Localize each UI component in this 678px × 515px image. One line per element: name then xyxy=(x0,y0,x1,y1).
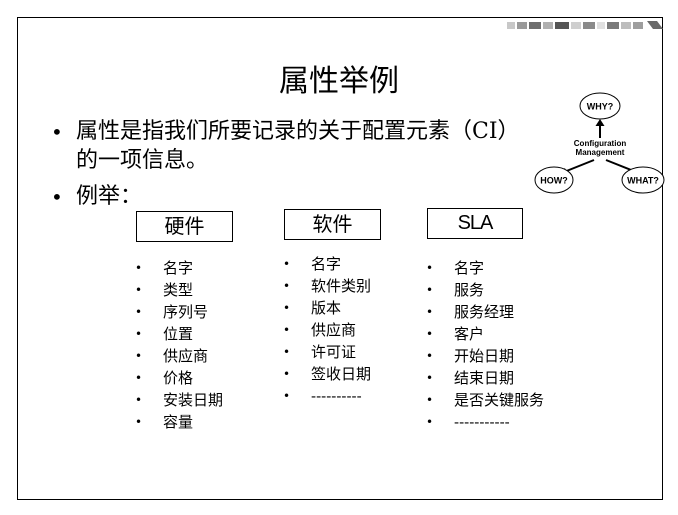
what-ellipse xyxy=(621,166,665,194)
list-item-text: 序列号 xyxy=(163,303,209,321)
bullet-marker: • xyxy=(135,415,143,429)
bullet-marker: • xyxy=(135,393,143,407)
list-item-text: 签收日期 xyxy=(311,365,372,383)
bullet-marker: • xyxy=(283,257,291,271)
bullet-marker: • xyxy=(426,371,434,385)
list-item-text: 价格 xyxy=(163,369,194,387)
column-header-sla: SLA xyxy=(427,208,523,239)
bullet-marker: • xyxy=(426,415,434,429)
list-item: • 价格 xyxy=(135,367,223,389)
what-label: WHAT? xyxy=(627,176,659,186)
list-item-text: 软件类别 xyxy=(311,277,372,295)
center-label-line-1: Configuration xyxy=(574,139,627,148)
bullet-marker: • xyxy=(426,349,434,363)
list-item: • 名字 xyxy=(283,253,371,275)
bullet-1-line-1: 属性是指我们所要记录的关于配置元素（CI） xyxy=(76,119,520,144)
bullet-marker: • xyxy=(51,120,63,144)
list-item-text: 容量 xyxy=(163,413,194,431)
bullet-marker: • xyxy=(283,345,291,359)
column-header-software: 软件 xyxy=(284,209,381,240)
bullet-marker: • xyxy=(135,305,143,319)
list-item-text: 客户 xyxy=(454,325,485,343)
list-item: • 服务 xyxy=(426,279,544,301)
bullet-marker: • xyxy=(135,261,143,275)
list-item-text: 类型 xyxy=(163,281,194,299)
bullet-2-line-1: 例举： xyxy=(76,184,143,209)
list-item-text: 版本 xyxy=(311,299,342,317)
bullet-marker: • xyxy=(135,349,143,363)
list-item: • 序列号 xyxy=(135,301,223,323)
bullet-marker: • xyxy=(135,283,143,297)
list-item-text: 名字 xyxy=(454,259,485,277)
slide-title: 属性举例 xyxy=(279,64,399,99)
bullet-marker: • xyxy=(426,393,434,407)
arrow-left xyxy=(563,159,595,173)
list-item-text: 名字 xyxy=(163,259,194,277)
list-item: • 开始日期 xyxy=(426,345,544,367)
list-item-text: 许可证 xyxy=(311,343,357,361)
how-ellipse xyxy=(534,166,574,194)
bullet-marker: • xyxy=(283,279,291,293)
bullet-1-line-2: 的一项信息。 xyxy=(76,148,209,173)
corner-decoration xyxy=(507,21,663,29)
list-item: • 结束日期 xyxy=(426,367,544,389)
why-label: WHY? xyxy=(587,102,614,112)
list-item: • 许可证 xyxy=(283,341,371,363)
hardware-attribute-list: • 名字 • 类型 • 序列号 • 位置 • 供应商 • 价格 • 安装日期 • 容量 xyxy=(135,257,224,433)
configuration-management-diagram: WHY? Configuration Management HOW? WHAT? xyxy=(534,92,665,194)
list-item: • ---------- xyxy=(283,385,371,407)
list-item-text: 服务 xyxy=(454,281,485,299)
how-label: HOW? xyxy=(540,176,568,186)
bullet-marker: • xyxy=(283,301,291,315)
list-item-text: 结束日期 xyxy=(454,369,515,387)
list-item: • 容量 xyxy=(135,411,223,433)
slide-frame xyxy=(17,17,663,500)
list-item: • 服务经理 xyxy=(426,301,544,323)
column-header-hardware: 硬件 xyxy=(136,211,233,242)
list-item-text: ----------- xyxy=(454,413,510,431)
list-item: • 客户 xyxy=(426,323,544,345)
bullet-marker: • xyxy=(426,327,434,341)
arrow-up-head xyxy=(595,119,605,126)
software-attribute-list: • 名字 • 软件类别 • 版本 • 供应商 • 许可证 • 签收日期 • ---------… xyxy=(283,253,372,407)
list-item-text: ---------- xyxy=(311,387,362,405)
list-item: • 供应商 xyxy=(135,345,223,367)
bullet-marker: • xyxy=(283,367,291,381)
list-item: • 类型 xyxy=(135,279,223,301)
list-item-text: 是否关键服务 xyxy=(454,391,545,409)
bullet-marker: • xyxy=(283,323,291,337)
list-item: • 安装日期 xyxy=(135,389,224,411)
list-item: • 版本 xyxy=(283,297,371,319)
list-item-text: 安装日期 xyxy=(163,391,224,409)
bullet-marker: • xyxy=(135,371,143,385)
list-item: • 位置 xyxy=(135,323,223,345)
list-item: • 名字 xyxy=(426,257,544,279)
sla-attribute-list: • 名字 • 服务 • 服务经理 • 客户 • 开始日期 • 结束日期 • 是否关键服务 • -… xyxy=(426,257,545,433)
bullet-marker: • xyxy=(135,327,143,341)
center-label-line-2: Management xyxy=(576,148,625,157)
list-item: • ----------- xyxy=(426,411,544,433)
list-item-text: 开始日期 xyxy=(454,347,515,365)
bullet-marker: • xyxy=(426,261,434,275)
bullet-marker: • xyxy=(426,305,434,319)
list-item: • 签收日期 xyxy=(283,363,372,385)
list-item: • 是否关键服务 xyxy=(426,389,545,411)
list-item-text: 供应商 xyxy=(163,347,209,365)
bullet-marker: • xyxy=(283,389,291,403)
list-item-text: 位置 xyxy=(163,325,194,343)
list-item: • 软件类别 xyxy=(283,275,372,297)
list-item-text: 服务经理 xyxy=(454,303,515,321)
list-item: • 供应商 xyxy=(283,319,371,341)
list-item: • 名字 xyxy=(135,257,223,279)
list-item-text: 供应商 xyxy=(311,321,357,339)
bullet-marker: • xyxy=(426,283,434,297)
list-item-text: 名字 xyxy=(311,255,342,273)
bullet-marker: • xyxy=(51,185,63,209)
